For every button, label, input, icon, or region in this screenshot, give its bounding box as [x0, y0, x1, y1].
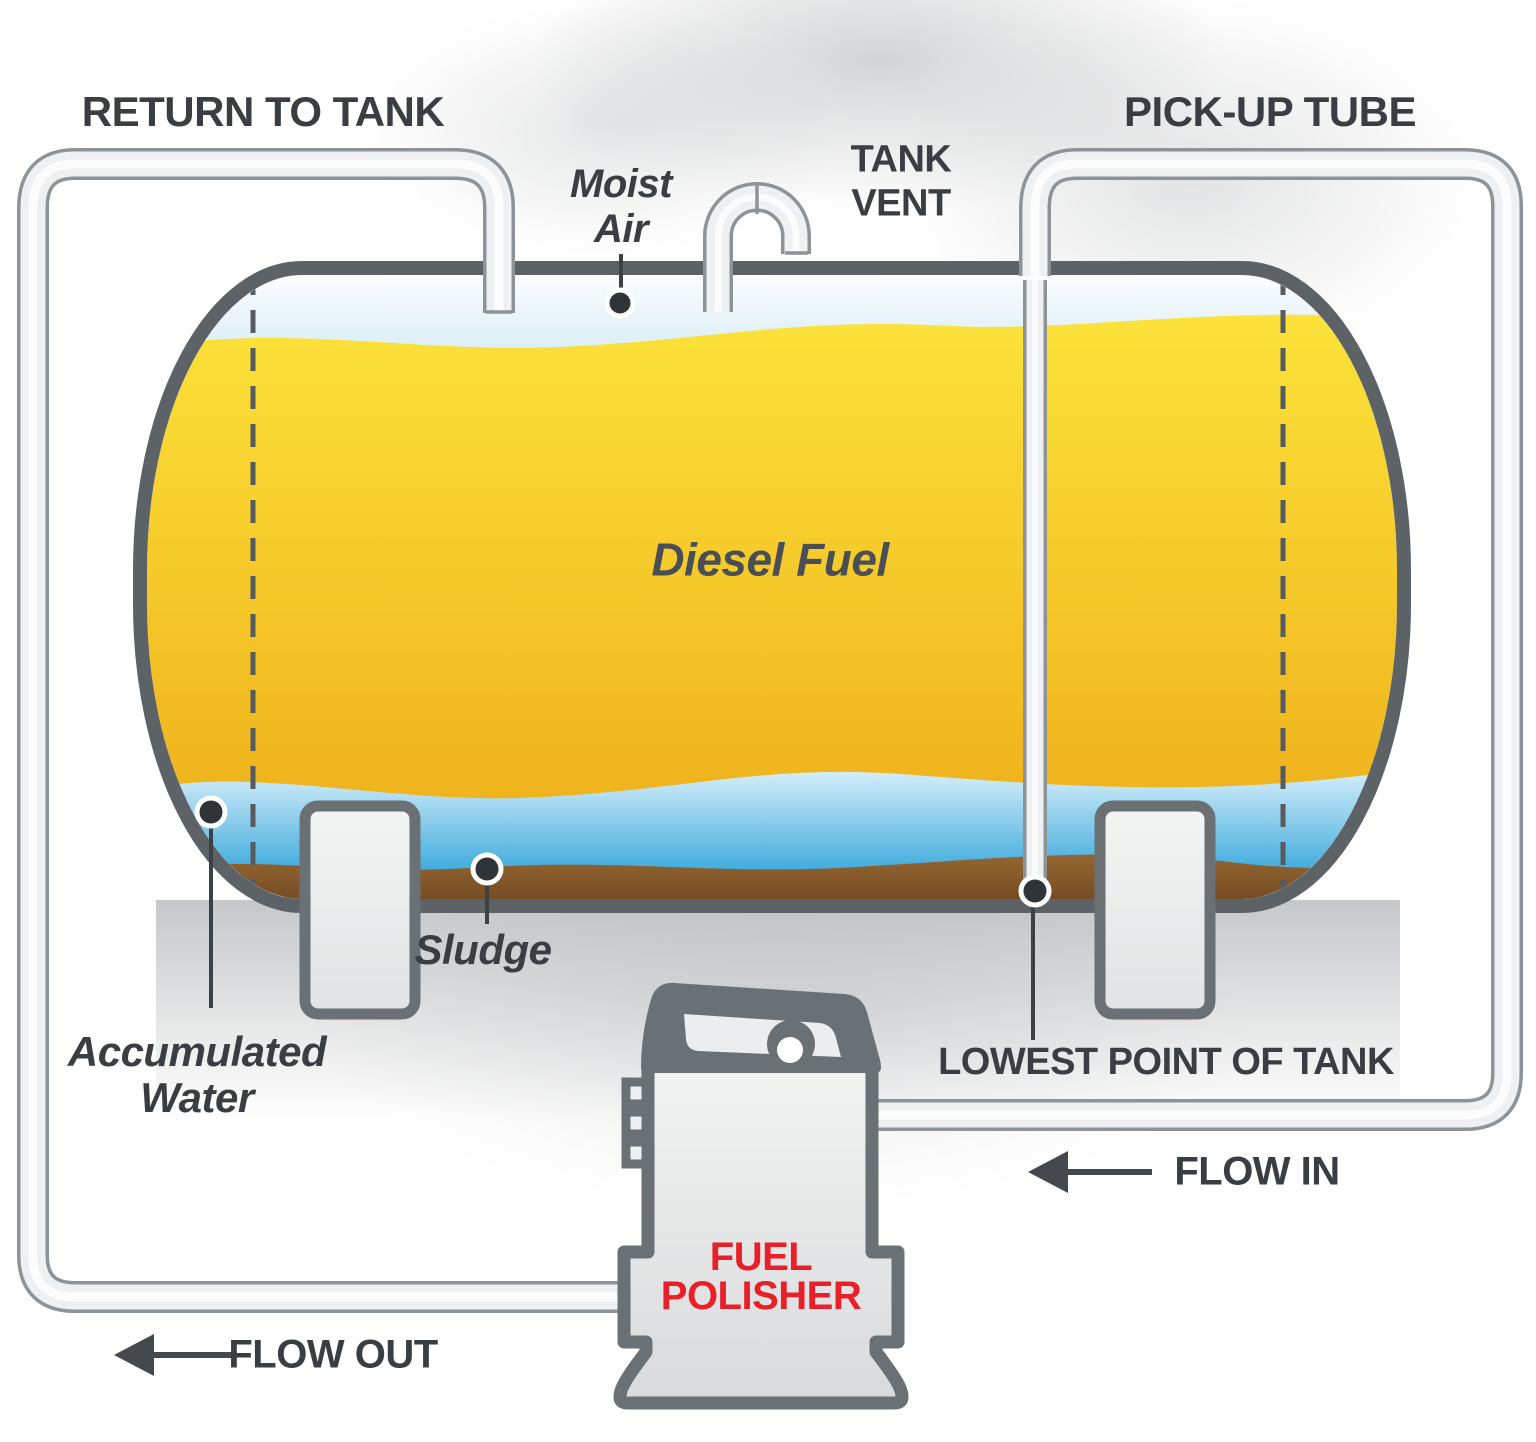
sludge-label: Sludge: [414, 925, 552, 973]
tank-vent-line1: TANK: [850, 138, 952, 181]
flow-in-label: FLOW IN: [1174, 1149, 1340, 1194]
accumulated-water-label: Accumulated Water: [67, 1027, 327, 1121]
flow-out-text: FLOW OUT: [228, 1332, 438, 1377]
fuel-polisher-line1: FUEL: [709, 1235, 813, 1280]
polisher-body: [613, 1055, 909, 1410]
sludge-text: Sludge: [414, 925, 552, 973]
tank-vent-line2: VENT: [851, 182, 951, 224]
moist-air-line1: Moist: [570, 161, 672, 206]
callouts: [194, 254, 1052, 1040]
flow-out-arrow: [114, 1334, 233, 1376]
diesel-fuel-layer: [147, 314, 1397, 800]
tank-vent-label: TANK VENT: [851, 138, 952, 225]
return-to-tank-text: RETURN TO TANK: [81, 87, 445, 135]
lowest-point-text: LOWEST POINT OF TANK: [938, 1041, 1394, 1084]
lowest-point-label: LOWEST POINT OF TANK: [938, 1041, 1394, 1085]
diesel-fuel-text: Diesel Fuel: [651, 533, 889, 586]
pick-up-tube-label: PICK-UP TUBE: [1124, 87, 1416, 135]
flow-in-arrow: [1028, 1151, 1152, 1193]
lowest-point-dot: [1018, 874, 1052, 908]
fuel-polisher-line2: POLISHER: [660, 1274, 862, 1318]
flow-in-text: FLOW IN: [1174, 1149, 1340, 1194]
tank-vent-pipe: [718, 184, 808, 312]
fuel-polisher-machine: [613, 982, 909, 1410]
moist-air-dot: [604, 287, 636, 319]
tank-leg-right: [1094, 800, 1216, 1020]
tank-contents: [147, 275, 1397, 899]
fuel-polisher-label: FUEL POLISHER: [660, 1235, 862, 1318]
flow-out-label: FLOW OUT: [228, 1332, 438, 1377]
sludge-dot: [470, 852, 504, 886]
diesel-fuel-label: Diesel Fuel: [651, 533, 889, 586]
polisher-gauge-icon: [777, 1037, 803, 1063]
moist-air-line2: Air: [593, 207, 649, 251]
accumulated-water-line1: Accumulated: [67, 1027, 327, 1075]
sludge-layer: [147, 854, 1397, 899]
tank-outline: [133, 261, 1411, 913]
accumulated-water-line2: Water: [140, 1074, 254, 1121]
pick-up-tube-text: PICK-UP TUBE: [1124, 87, 1416, 135]
return-to-tank-label: RETURN TO TANK: [81, 87, 445, 135]
moist-air-label: Moist Air: [570, 162, 672, 252]
accumulated-water-dot: [194, 795, 228, 829]
tank-leg-left: [299, 800, 421, 1020]
return-pipe: [33, 164, 662, 1297]
